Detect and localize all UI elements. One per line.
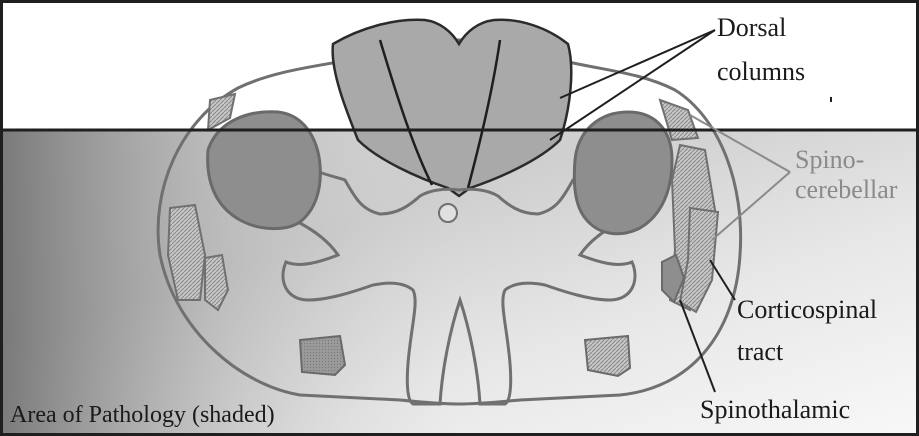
central-canal [439,204,457,222]
left-ventral-tract [300,336,345,375]
right-ventral-tract [585,336,630,376]
label-spinothalamic: Spinothalamic [700,395,850,424]
label-area-of-pathology: Area of Pathology (shaded) [10,402,275,428]
label-spinocerebellar-line1: Spino- [795,145,864,174]
label-corticospinal-line2: tract [737,337,784,366]
label-corticospinal-line1: Corticospinal [737,295,877,324]
label-dorsal-columns-line2: columns [717,57,805,86]
label-dorsal-columns-line1: Dorsal [717,13,786,42]
label-spinocerebellar-line2: cerebellar [795,175,898,204]
tick-mark [830,97,832,102]
